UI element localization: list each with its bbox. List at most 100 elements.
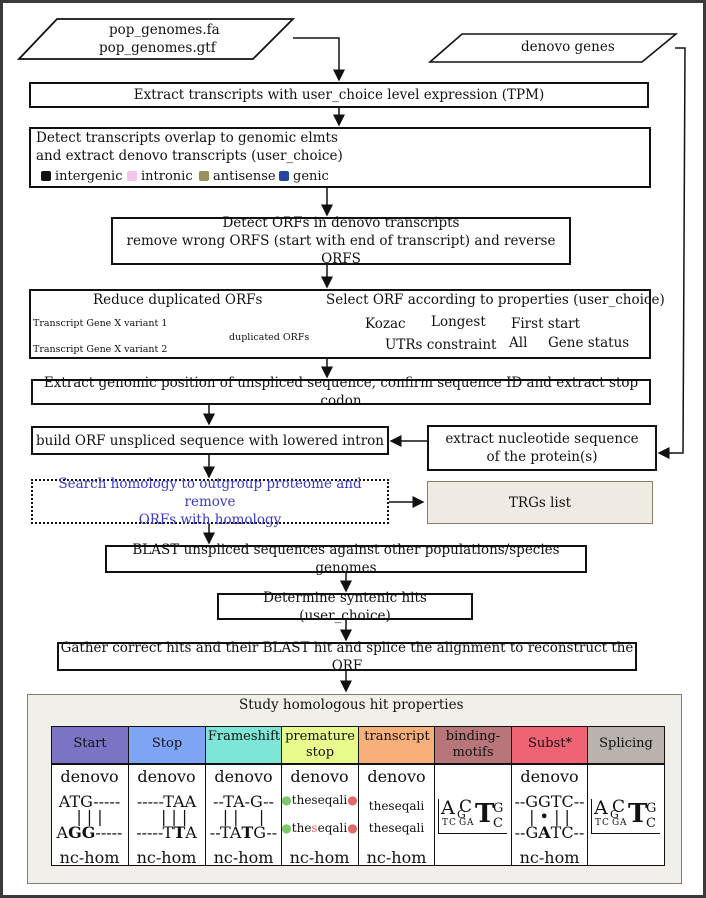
- denovo-genes-input: [428, 33, 678, 63]
- intronic-swatch: [127, 171, 137, 181]
- extract-transcripts-text: Extract transcripts with user_choice lev…: [133, 87, 545, 103]
- frameshift-denovo-seq: --TA-G--: [213, 792, 274, 811]
- antisense-swatch: [199, 171, 209, 181]
- frameshift-match-bars: | | |: [222, 807, 265, 826]
- genomic-position-text: Extract genomic position of unspliced se…: [43, 375, 639, 409]
- nc-hom-label: nc-hom: [213, 848, 274, 867]
- header-transcript: transcript: [358, 726, 436, 764]
- genome-fa-label: pop_genomes.fa: [109, 22, 220, 38]
- gather-hits-text: Gather correct hits and their BLAST hit …: [60, 639, 634, 674]
- genomic-position-step: Extract genomic position of unspliced se…: [31, 375, 651, 409]
- nc-hom-label: nc-hom: [519, 848, 580, 867]
- detect-orfs-step: Detect ORFs in denovo transcripts remove…: [111, 215, 571, 267]
- denovo-label: denovo: [520, 767, 579, 786]
- logo-letter: T: [475, 799, 495, 829]
- extract-nucleotide-line1: extract nucleotide sequence: [445, 431, 639, 447]
- search-homology-step: Search homology to outgroup proteome and…: [31, 476, 389, 528]
- logo-letter: T: [595, 818, 602, 828]
- subst-match-bars: | • | |: [529, 807, 570, 826]
- transcript-nchom-seq: theseqali: [368, 821, 425, 835]
- detect-orfs-line1: Detect ORFs in denovo transcripts: [222, 215, 460, 231]
- column-subst: [511, 764, 589, 866]
- study-properties-title: Study homologous hit properties: [239, 697, 464, 713]
- denovo-label: denovo: [214, 767, 273, 786]
- intergenic-swatch: [41, 171, 51, 181]
- denovo-label: denovo: [137, 767, 196, 786]
- syntenic-hits-step: Determine syntenic hits (user_choice): [217, 590, 473, 624]
- column-stop: [128, 764, 206, 866]
- frameshift-nchom-seq: --TATG--: [209, 823, 278, 842]
- logo-letter: T: [628, 799, 648, 829]
- select-orf-label: Select ORF according to properties (user…: [326, 292, 665, 308]
- premature-nchom-seq: ●theseqali●: [281, 821, 358, 835]
- column-start: [51, 764, 129, 866]
- logo-letter: G: [646, 801, 657, 816]
- stop-match-bars: | | |: [160, 807, 188, 826]
- logo-letter: C: [459, 797, 473, 817]
- legend-intergenic: intergenic: [41, 169, 123, 184]
- header-subst: Subst*: [511, 726, 589, 764]
- search-homology-line1: Search homology to outgroup proteome and…: [58, 475, 362, 510]
- logo-letter: G: [457, 808, 466, 821]
- logo-letter: C: [612, 797, 626, 817]
- logo-letter: A: [594, 797, 608, 819]
- header-binding-motifs: binding-motifs: [434, 726, 512, 764]
- option-longest: Longest: [431, 314, 486, 330]
- logo-letter: C: [449, 818, 456, 828]
- stop-denovo-seq: -----TAA: [136, 792, 197, 811]
- denovo-label: denovo: [60, 767, 119, 786]
- legend-antisense: antisense: [199, 169, 276, 184]
- denovo-genes-label: denovo genes: [521, 39, 615, 55]
- nc-hom-label: nc-hom: [136, 848, 197, 867]
- genome-gtf-label: pop_genomes.gtf: [99, 40, 216, 56]
- orf-selection-step: [29, 289, 651, 359]
- option-first-start: First start: [511, 316, 581, 332]
- start-match-bars: | | |: [76, 807, 103, 826]
- logo-letter: C: [646, 816, 656, 831]
- subst-nchom-seq: --GATC--: [514, 823, 585, 842]
- logo-letter: A: [467, 818, 474, 828]
- extract-nucleotide-step: extract nucleotide sequence of the prote…: [427, 425, 657, 471]
- logo-letter: G: [459, 818, 467, 828]
- logo-letter: G: [610, 808, 619, 821]
- legend-genic-label: genic: [293, 169, 329, 184]
- build-orf-text: build ORF unspliced sequence with lowere…: [35, 432, 384, 449]
- logo-letter: A: [441, 797, 455, 819]
- trgs-list-output: TRGs list: [427, 481, 653, 524]
- nc-hom-label: nc-hom: [366, 848, 427, 867]
- start-nchom-seq: AGG-----: [56, 823, 123, 842]
- premature-denovo-seq: ●theseqali●: [281, 793, 358, 807]
- column-transcript: [358, 764, 436, 866]
- column-splicing: [587, 764, 665, 866]
- genome-files-input: [17, 18, 295, 60]
- option-all: All: [509, 335, 528, 351]
- stop-nchom-seq: -----TTA: [136, 823, 197, 842]
- trgs-list-text: TRGs list: [508, 494, 572, 511]
- option-utrs: UTRs constraint: [385, 337, 497, 353]
- gather-hits-step: Gather correct hits and their BLAST hit …: [57, 640, 637, 674]
- header-frameshift: Frameshift: [205, 726, 283, 764]
- legend-antisense-label: antisense: [213, 169, 276, 184]
- option-kozac: Kozac: [365, 316, 406, 332]
- logo-letter: C: [493, 816, 503, 831]
- extract-transcripts-step: Extract transcripts with user_choice lev…: [29, 82, 649, 108]
- transcript-denovo-seq: theseqali: [368, 799, 425, 813]
- denovo-label: denovo: [290, 767, 349, 786]
- denovo-label: denovo: [367, 767, 426, 786]
- variant2-label: Transcript Gene X variant 2: [33, 344, 168, 355]
- logo-letter: G: [612, 818, 620, 828]
- header-start: Start: [51, 726, 129, 764]
- logo-letter: A: [620, 818, 627, 828]
- legend-genic: genic: [279, 169, 329, 184]
- detect-overlap-line2: and extract denovo transcripts (user_cho…: [36, 148, 343, 164]
- detect-overlap-line1: Detect transcripts overlap to genomic el…: [36, 130, 338, 146]
- nc-hom-label: nc-hom: [59, 848, 120, 867]
- header-premature-stop: premature stop: [281, 726, 359, 764]
- header-stop: Stop: [128, 726, 206, 764]
- start-denovo-seq: ATG-----: [58, 792, 121, 811]
- duplicated-orfs-label: duplicated ORFs: [229, 332, 310, 343]
- search-homology-line2: ORFs with homology: [138, 511, 282, 528]
- option-gene-status: Gene status: [548, 335, 630, 351]
